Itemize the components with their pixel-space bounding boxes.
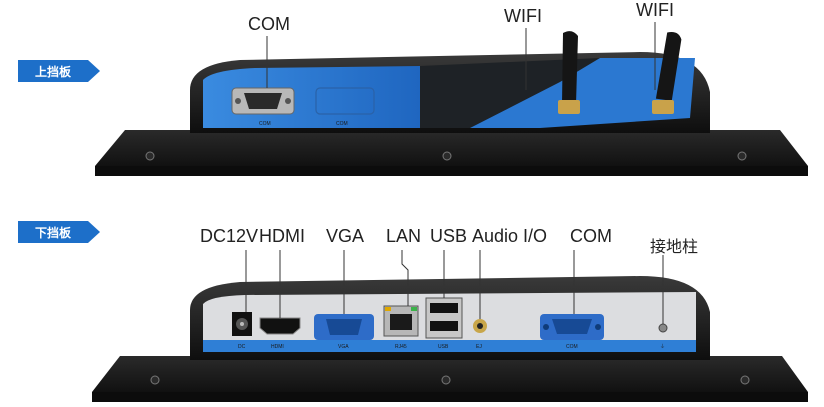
- top-screws: [145, 151, 747, 161]
- label-hdmi: HDMI: [259, 226, 305, 246]
- label-audio: Audio I/O: [472, 226, 548, 246]
- bottom-panel-tag-label: 下挡板: [34, 226, 71, 240]
- hdmi-silk: HDMI: [271, 344, 284, 350]
- label-lan: LAN: [386, 226, 422, 246]
- label-ground: 接地柱: [650, 237, 699, 256]
- label-bottom-com: COM: [570, 226, 612, 246]
- usb-port: [425, 297, 463, 339]
- ground-silk: ⏚: [660, 343, 665, 350]
- dc-silk: DC: [238, 344, 246, 350]
- vga-port: [314, 314, 374, 340]
- bottom-blue-strip: [203, 340, 696, 352]
- label-wifi-left: WIFI: [504, 6, 542, 26]
- label-top-com: COM: [248, 14, 290, 34]
- usb-silk: USB: [438, 344, 449, 350]
- top-panel-tag-label: 上挡板: [34, 65, 71, 79]
- bottom-panel-tag: 下挡板: [18, 221, 100, 243]
- label-dc12v: DC12V: [200, 226, 259, 246]
- lan-silk: RJ45: [395, 344, 407, 350]
- audio-port: [473, 319, 487, 333]
- bottom-device: DC HDMI VGA RJ45 USB EJ COM ⏚: [92, 250, 808, 402]
- wifi-antenna-left: [558, 31, 580, 114]
- dc-port: [232, 312, 252, 336]
- lan-port: [383, 305, 419, 337]
- top-device: COM COM: [95, 31, 808, 176]
- top-com2-silk: COM: [336, 121, 348, 127]
- leader-lines: [245, 250, 664, 324]
- top-panel-tag: 上挡板: [18, 60, 100, 82]
- top-com-knockout: [315, 87, 375, 115]
- bottom-com-port: [540, 314, 604, 340]
- hdmi-port: [259, 317, 301, 335]
- label-vga: VGA: [326, 226, 365, 246]
- top-com-port: [231, 87, 295, 115]
- ground-post: [658, 323, 668, 333]
- label-usb: USB: [430, 226, 468, 246]
- bottom-screws: [150, 375, 750, 385]
- com-silk: COM: [566, 344, 578, 350]
- vga-silk: VGA: [338, 344, 349, 350]
- top-leader-lines: [266, 22, 656, 90]
- wifi-antenna-right: [652, 32, 682, 114]
- label-wifi-right: WIFI: [636, 0, 674, 20]
- audio-silk: EJ: [476, 344, 482, 350]
- top-com-silk: COM: [259, 121, 271, 127]
